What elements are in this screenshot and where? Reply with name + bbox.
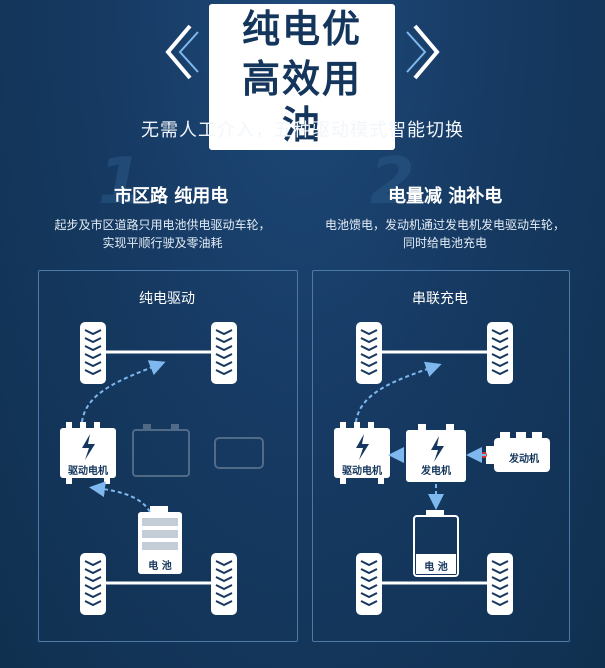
chevron-left-icon — [165, 24, 199, 80]
subtitle: 无需人工介入，五种驱动模式智能切换 — [141, 120, 464, 141]
motor-label-2: 驱动电机 — [342, 466, 382, 477]
generator-2 — [406, 424, 466, 482]
chevron-right-icon — [406, 24, 440, 80]
engine-label-2: 发动机 — [509, 454, 539, 465]
panel-label-2: 串联充电 — [412, 291, 468, 307]
motor-label-1: 驱动电机 — [68, 466, 108, 477]
ghost-generator-1 — [132, 424, 264, 477]
mode-desc-1: 起步及市区道路只用电池供电驱动车轮， 实现平顺行驶及零油耗 — [20, 216, 305, 252]
mode-number-1: 1 — [98, 145, 143, 219]
mode-title-1: 市区路 纯用电 — [114, 186, 229, 207]
front-axle-1 — [79, 321, 238, 385]
panel-series-charge — [312, 270, 570, 642]
mode-desc-2-line1: 电池馈电，发动机通过发电机发电驱动车轮， — [324, 218, 565, 232]
panel-label-1: 纯电驱动 — [139, 291, 195, 307]
mode-desc-2-line2: 同时给电池充电 — [402, 236, 487, 250]
rear-axle-1 — [79, 552, 238, 616]
arrow-motor-to-axle-2 — [355, 361, 442, 423]
engine-2 — [481, 432, 550, 472]
mode-title-2: 电量减 油补电 — [388, 186, 503, 207]
rear-axle-2 — [355, 552, 514, 616]
battery-1 — [138, 506, 182, 574]
battery-2 — [413, 510, 459, 577]
front-axle-2 — [355, 321, 514, 385]
panel-pure-electric — [38, 270, 298, 642]
title-text-2: 高效用油 — [209, 54, 395, 150]
mode-desc-2: 电池馈电，发动机通过发电机发电驱动车轮， 同时给电池充电 — [305, 216, 585, 252]
mode-desc-1-line2: 实现平顺行驶及零油耗 — [102, 236, 223, 250]
battery-label-2: 电 池 — [424, 562, 448, 573]
title-line-2: 高效用油 — [209, 54, 395, 150]
arrow-motor-to-axle-1 — [81, 360, 166, 423]
arrow-battery-to-motor-1 — [89, 481, 151, 513]
mode-number-2: 2 — [370, 145, 415, 219]
drive-motor-1 — [60, 422, 116, 484]
mode-desc-1-line1: 起步及市区道路只用电池供电驱动车轮， — [54, 218, 271, 232]
battery-label-1: 电 池 — [148, 561, 172, 572]
generator-label-2: 发电机 — [421, 466, 451, 477]
drive-motor-2 — [334, 422, 390, 484]
